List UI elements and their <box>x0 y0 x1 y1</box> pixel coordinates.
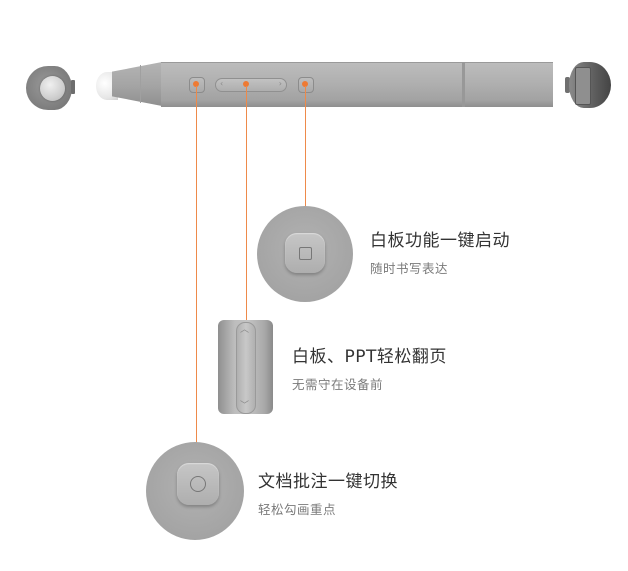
pen-seam <box>140 65 141 103</box>
pen-rocker[interactable]: ‹ › <box>215 78 287 92</box>
indicator-dot <box>302 81 308 87</box>
feature-title: 文档批注一键切换 <box>258 472 398 492</box>
feature-title: 白板、PPT轻松翻页 <box>292 347 447 367</box>
leader-line <box>246 86 247 322</box>
square-button-icon <box>285 233 325 273</box>
feature-title: 白板功能一键启动 <box>370 231 510 251</box>
cap-tab <box>71 80 75 94</box>
cap-tab <box>565 77 570 93</box>
chevron-right-icon: › <box>278 79 282 88</box>
cap-knob <box>40 76 65 101</box>
cap-slot <box>575 67 591 105</box>
leader-line <box>196 86 197 446</box>
circle-button-icon <box>177 463 219 505</box>
feature-subtitle: 随时书写表达 <box>370 261 449 276</box>
indicator-dot <box>193 81 199 87</box>
indicator-dot <box>243 81 249 87</box>
chevron-up-icon: ︿ <box>240 325 250 335</box>
pen-cone <box>112 62 162 106</box>
chevron-left-icon: ‹ <box>220 79 224 88</box>
page-rocker-icon <box>236 322 256 414</box>
leader-line <box>305 86 306 208</box>
chevron-down-icon: ﹀ <box>240 401 250 411</box>
feature-subtitle: 轻松勾画重点 <box>258 502 337 517</box>
pen-seam <box>462 62 465 107</box>
feature-subtitle: 无需守在设备前 <box>292 377 384 392</box>
